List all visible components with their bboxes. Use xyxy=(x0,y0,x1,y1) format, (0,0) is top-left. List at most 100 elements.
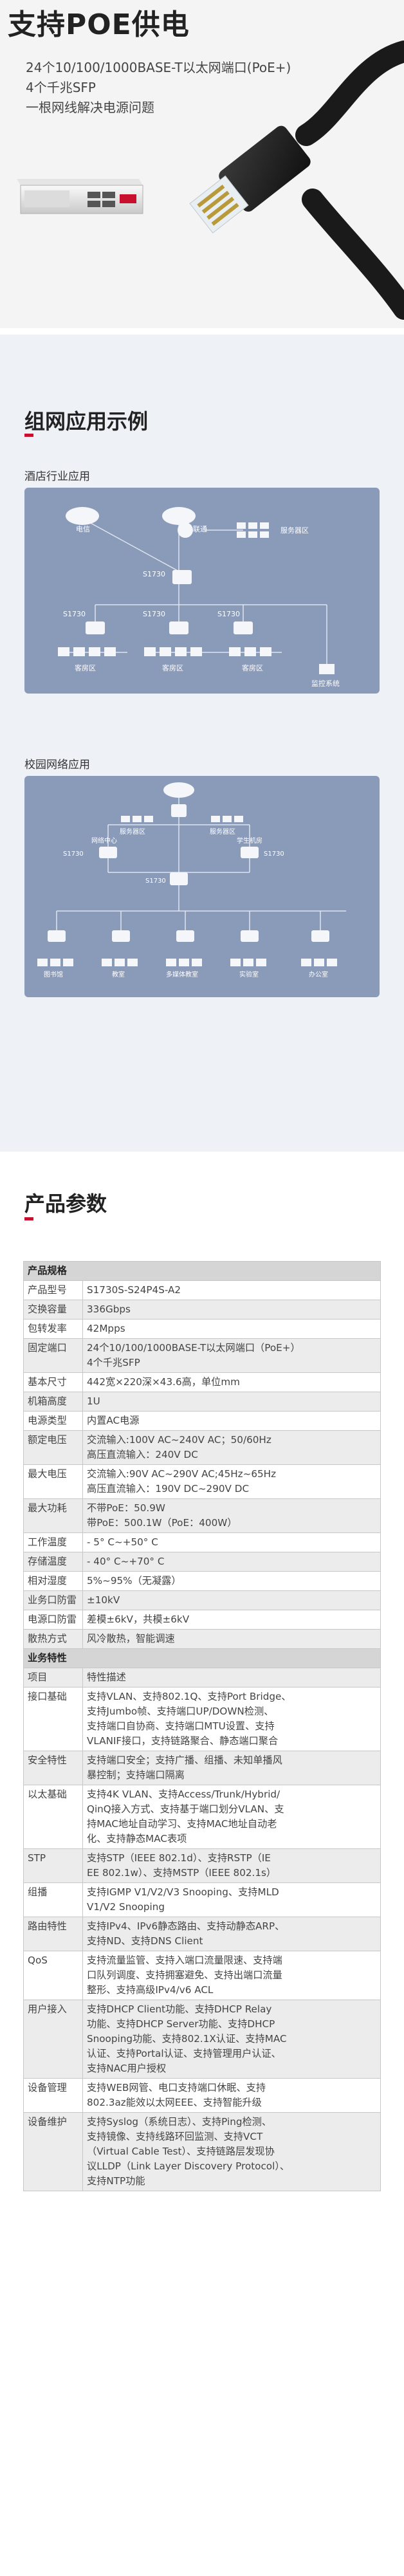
spec-value: 24个10/100/1000BASE-T以太网端口（PoE+）4个千兆SFP xyxy=(82,1338,381,1373)
spec-value-line: 802.3az能效以太网EEE、支持智能升级 xyxy=(87,2097,262,2108)
spec-value-line: 内置AC电源 xyxy=(87,1415,140,1426)
poe-feature-line: 24个10/100/1000BASE-T以太网端口(PoE+) xyxy=(26,60,291,75)
spec-value-line: 支持STP（IEEE 802.1d）、支持RSTP（IE xyxy=(87,1852,271,1864)
spec-row: 项目特性描述 xyxy=(23,1668,381,1688)
spec-row: 以太基础支持4K VLAN、支持Access/Trunk/Hybrid/QinQ… xyxy=(23,1785,381,1849)
spec-value-line: 支持NTP功能 xyxy=(87,2175,145,2187)
spec-key: 最大电压 xyxy=(23,1464,83,1499)
spec-section-header: 产品规格 xyxy=(23,1261,381,1281)
spec-value: 内置AC电源 xyxy=(82,1411,381,1431)
spec-value: 风冷散热，智能调速 xyxy=(82,1629,381,1649)
student-switch-label: S1730 xyxy=(264,851,284,858)
guest-room-label: 客房区 xyxy=(242,663,263,672)
spec-value: 支持端口安全；支持广播、组播、未知单播风暴控制；支持端口隔离 xyxy=(82,1751,381,1785)
spec-key: QoS xyxy=(23,1951,83,2000)
poe-title: 支持POE供电 xyxy=(8,8,190,41)
spec-value-line: 带PoE：500.1W（PoE：400W） xyxy=(87,1517,237,1529)
spec-value-line: 暴控制；支持端口隔离 xyxy=(87,1769,185,1781)
spec-value: - 5° C~+50° C xyxy=(82,1532,381,1552)
spec-row: 设备维护支持Syslog（系统日志）、支持Ping检测、支持镜像、支持线路环回监… xyxy=(23,2112,381,2191)
spec-value-line: 不带PoE：50.9W xyxy=(87,1502,165,1514)
spec-value-line: 24个10/100/1000BASE-T以太网端口（PoE+） xyxy=(87,1342,300,1354)
title-accent-bar xyxy=(24,1217,33,1220)
spec-key: 散热方式 xyxy=(23,1629,83,1649)
params-section-title: 产品参数 xyxy=(24,1191,107,1216)
spec-section-title: 产品规格 xyxy=(23,1261,381,1281)
spec-key: 以太基础 xyxy=(23,1785,83,1849)
spec-value: 支持Syslog（系统日志）、支持Ping检测、支持镜像、支持线路环回监测、支持… xyxy=(82,2112,381,2191)
spec-value-line: VLANIF接口，支持链路聚合、静态端口聚合 xyxy=(87,1735,279,1747)
spec-value-line: 支持Jumbo帧、支持端口UP/DOWN检测、 xyxy=(87,1706,274,1717)
spec-value-line: V1/V2 Snooping xyxy=(87,1901,165,1913)
spec-key: 固定端口 xyxy=(23,1338,83,1373)
spec-value-line: 交流输入:100V AC~240V AC；50/60Hz xyxy=(87,1434,271,1446)
spec-key: 基本尺寸 xyxy=(23,1372,83,1392)
spec-section-header: 业务特性 xyxy=(23,1648,381,1668)
hotel-network-diagram: 电信 联通 服务器区 S1730 S1730 S1730 S1730 客房区 客… xyxy=(24,488,380,694)
spec-value-line: 支持流量监管、支持入端口流量限速、支持端 xyxy=(87,1955,282,1966)
spec-row: 电源类型内置AC电源 xyxy=(23,1411,381,1431)
spec-key: 接口基础 xyxy=(23,1687,83,1751)
network-example-section: 组网应用示例 酒店行业应用 xyxy=(0,335,404,1152)
spec-value-line: Snooping功能、支持802.1X认证、支持MAC xyxy=(87,2033,287,2045)
spec-value-line: 支持镜像、支持线路环回监测、支持VCT xyxy=(87,2131,263,2142)
guest-room-label: 客房区 xyxy=(75,663,96,672)
spec-value-line: 支持端口自协商、支持端口MTU设置、支持 xyxy=(87,1720,275,1732)
spec-value: 支持WEB网管、电口支持端口休眠、支持 802.3az能效以太网EEE、支持智能升… xyxy=(82,2078,381,2113)
spec-key: 项目 xyxy=(23,1668,83,1688)
spec-row: 工作温度- 5° C~+50° C xyxy=(23,1532,381,1552)
spec-row: 交换容量 336Gbps xyxy=(23,1300,381,1320)
monitor-system-label: 监控系统 xyxy=(311,679,340,688)
spec-row: 机箱高度 1U xyxy=(23,1392,381,1412)
spec-value: 1U xyxy=(82,1392,381,1412)
network-center-label: 网络中心 xyxy=(91,836,117,845)
access-switch-label: S1730 xyxy=(143,610,165,618)
unicom-label: 联通 xyxy=(193,525,207,533)
spec-value-line: 336Gbps xyxy=(87,1303,131,1315)
spec-key: 包转发率 xyxy=(23,1319,83,1339)
spec-value: 差模±6kV，共模±6kV xyxy=(82,1610,381,1630)
poe-feature-line: 一根网线解决电源问题 xyxy=(26,100,154,115)
spec-value-line: 整形、支持高级IPv4/v6 ACL xyxy=(87,1984,214,1996)
spec-key: 交换容量 xyxy=(23,1300,83,1320)
spec-value-line: 支持4K VLAN、支持Access/Trunk/Hybrid/ xyxy=(87,1789,280,1800)
core-switch-label: S1730 xyxy=(143,570,165,578)
core-switch-label: S1730 xyxy=(145,878,166,885)
spec-value-line: 功能、支持DHCP Server功能、支持DHCP xyxy=(87,2018,275,2030)
spec-value-line: 高压直流输入：240V DC xyxy=(87,1449,198,1460)
spec-value-line: 风冷散热，智能调速 xyxy=(87,1633,175,1644)
spec-value-line: 支持WEB网管、电口支持端口休眠、支持 xyxy=(87,2082,266,2093)
spec-value-line: S1730S-S24P4S-A2 xyxy=(87,1284,181,1296)
spec-value-line: ±10kV xyxy=(87,1594,120,1606)
spec-value-line: 支持IPv4、IPv6静态路由、支持动静态ARP、 xyxy=(87,1920,285,1932)
area-label: 图书馆 xyxy=(44,970,63,979)
spec-value-line: 高压直流输入：190V DC~290V DC xyxy=(87,1483,250,1495)
spec-key: 设备维护 xyxy=(23,2112,83,2191)
spec-key: 安全特性 xyxy=(23,1751,83,1785)
spec-key: STP xyxy=(23,1848,83,1883)
switch-device-image xyxy=(17,179,143,214)
hotel-diagram-label: 酒店行业应用 xyxy=(24,470,90,483)
spec-value: S1730S-S24P4S-A2 xyxy=(82,1280,381,1300)
ethernet-cable-image xyxy=(189,41,404,320)
spec-value: 特性描述 xyxy=(82,1668,381,1688)
spec-key: 机箱高度 xyxy=(23,1392,83,1412)
spec-value-line: 支持ND、支持DNS Client xyxy=(87,1935,203,1947)
area-label: 多媒体教室 xyxy=(166,970,198,979)
spec-value-line: 1U xyxy=(87,1395,100,1407)
spec-key: 电源口防雷 xyxy=(23,1610,83,1630)
spec-value-line: EE 802.1w）、支持MSTP（IEEE 802.1s） xyxy=(87,1867,277,1879)
poe-section: 支持POE供电 24个10/100/1000BASE-T以太网端口(PoE+) … xyxy=(0,0,404,328)
poe-feature-list: 24个10/100/1000BASE-T以太网端口(PoE+) 4个千兆SFP … xyxy=(26,58,291,118)
server-zone-label: 服务器区 xyxy=(210,827,235,836)
